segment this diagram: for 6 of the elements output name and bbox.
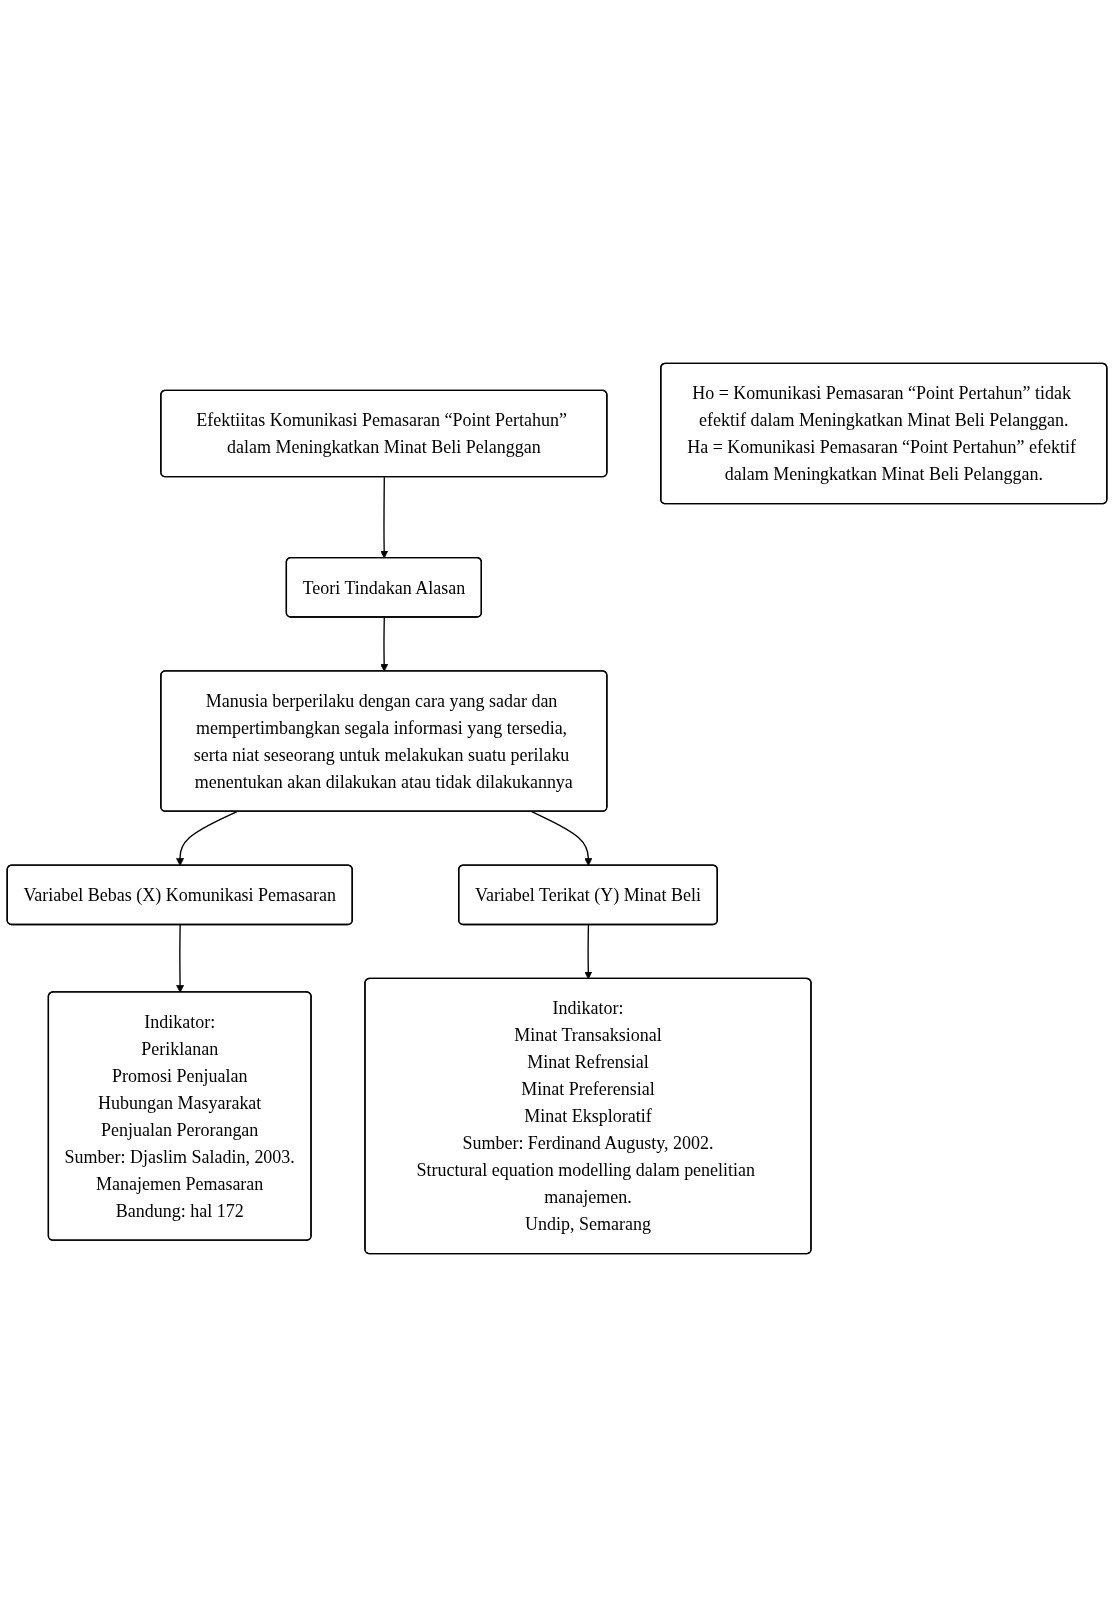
arrow: [176, 924, 185, 993]
arrow: [176, 810, 238, 866]
arrow: [380, 616, 389, 672]
arrow: [380, 476, 389, 559]
arrow: [531, 810, 593, 866]
arrow: [584, 924, 593, 980]
